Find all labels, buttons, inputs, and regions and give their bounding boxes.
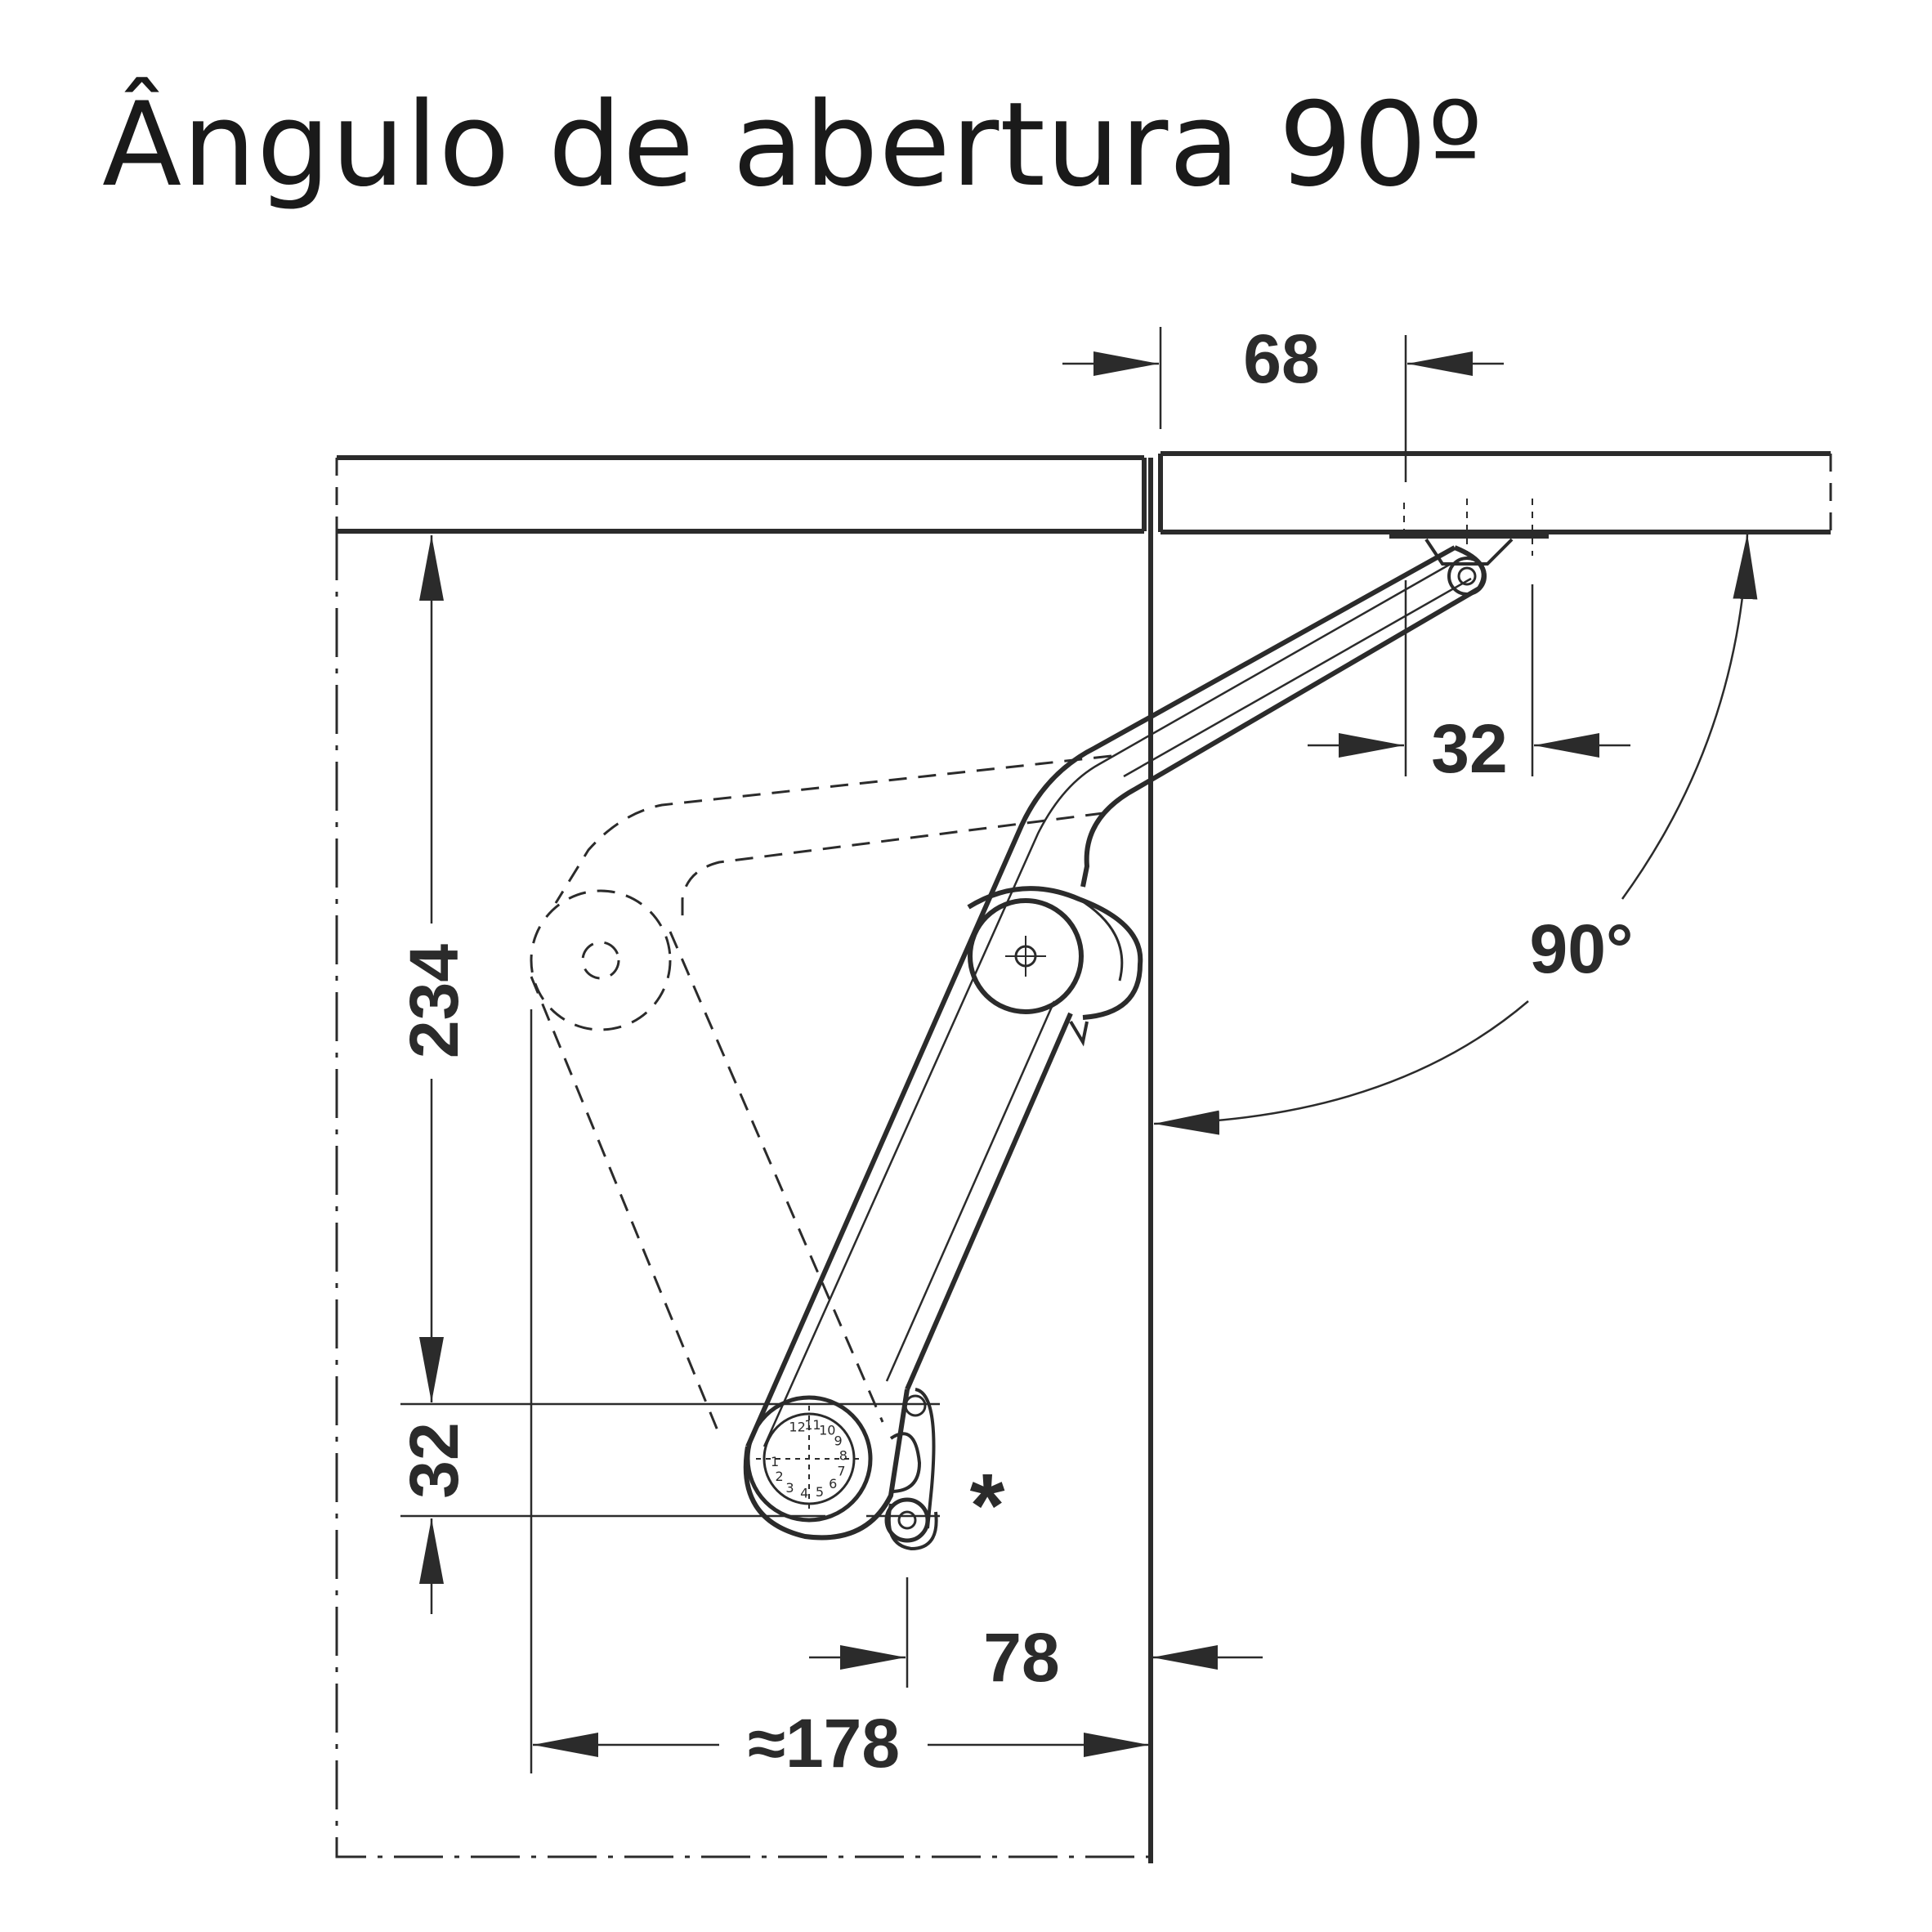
dim-label-68: 68 — [1243, 320, 1319, 397]
cabinet-outline — [335, 458, 1153, 1863]
dial-number: 12 — [789, 1420, 805, 1435]
dial-number: 3 — [785, 1480, 794, 1496]
dial-number: 10 — [819, 1422, 835, 1438]
dial-number: 4 — [800, 1486, 808, 1501]
flap-closed — [335, 455, 1147, 534]
dim-label-32-bottom: 32 — [396, 1422, 472, 1498]
dimension-arrows — [419, 351, 1758, 1757]
dial-number: 1 — [771, 1454, 779, 1469]
dim-label-234: 234 — [396, 944, 472, 1058]
lift-arm — [745, 545, 1487, 1448]
dial-number: 6 — [829, 1476, 837, 1491]
arm-ghost-dashed — [530, 754, 1112, 1435]
dial-number: 11 — [804, 1417, 821, 1433]
lower-bolt — [884, 1497, 938, 1551]
note-asterisk: * — [970, 1456, 1005, 1556]
dial-number: 5 — [816, 1484, 824, 1500]
dim-label-78: 78 — [983, 1619, 1059, 1696]
diagram-title: Ângulo de abertura 90º — [102, 78, 1484, 212]
dial-number: 7 — [837, 1463, 845, 1478]
dim-label-178: ≈178 — [748, 1705, 900, 1782]
extension-lines — [400, 327, 1534, 1773]
dim-label-32-hinge: 32 — [1431, 710, 1507, 787]
dial-number: 9 — [834, 1433, 843, 1449]
dim-label-90-angle: 90° — [1529, 910, 1633, 987]
flap-open — [1158, 451, 1832, 534]
dial-number: 8 — [839, 1448, 847, 1464]
main-pivot — [967, 886, 1143, 1047]
dial-number: 2 — [776, 1469, 784, 1484]
